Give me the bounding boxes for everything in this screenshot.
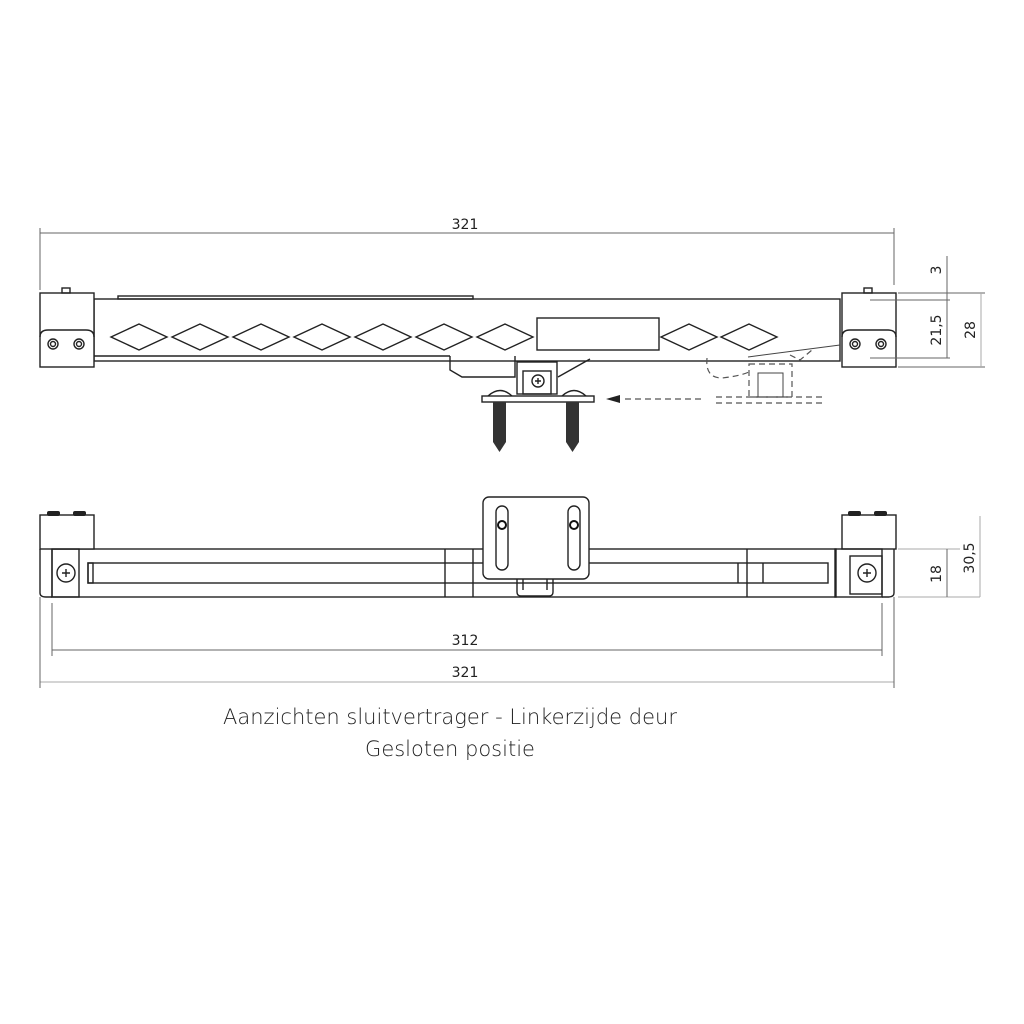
closer-body: [93, 298, 841, 362]
caption-subtitle: Gesloten positie: [365, 737, 535, 761]
right-end-cap: [841, 287, 897, 368]
screw-head-right-icon: [857, 563, 877, 583]
dim-label-21-5: 21,5: [929, 314, 945, 345]
dim-label-321-top: 321: [452, 217, 479, 233]
top-view: 321: [39, 217, 985, 452]
dim-label-30-5: 30,5: [962, 542, 978, 573]
screw-left-icon: [493, 402, 506, 452]
mounting-bracket: [481, 361, 595, 403]
dim-label-3: 3: [929, 266, 945, 275]
dim-label-28: 28: [963, 321, 979, 339]
lower-housing: [449, 356, 516, 378]
screw-right-icon: [566, 402, 579, 452]
rail: [51, 548, 837, 598]
arrow-left-icon: [606, 395, 620, 403]
caption-title: Aanzichten sluitvertrager - Linkerzijde …: [223, 705, 677, 729]
dimension-overall-top: 321: [39, 217, 895, 290]
diamond-pattern: [109, 323, 779, 351]
screw-head-left-icon: [56, 563, 76, 583]
dim-label-321-bottom: 321: [452, 665, 479, 681]
bottom-view: 312 321 18 30,5: [39, 496, 981, 688]
label-plate: [536, 317, 660, 351]
right-end-block: [834, 511, 897, 598]
left-end-block: [39, 511, 95, 598]
left-end-cap: [39, 287, 95, 368]
dim-label-18: 18: [929, 565, 945, 583]
dimension-heights-top: 3 21,5 28: [870, 256, 985, 368]
dim-label-312: 312: [452, 633, 479, 649]
dimension-lengths-bottom: 312 321: [39, 597, 895, 688]
slide-carriage: [482, 496, 590, 597]
open-position-dashed: [606, 344, 841, 404]
top-strip: [117, 295, 474, 300]
dimension-heights-bottom: 18 30,5: [898, 516, 981, 598]
